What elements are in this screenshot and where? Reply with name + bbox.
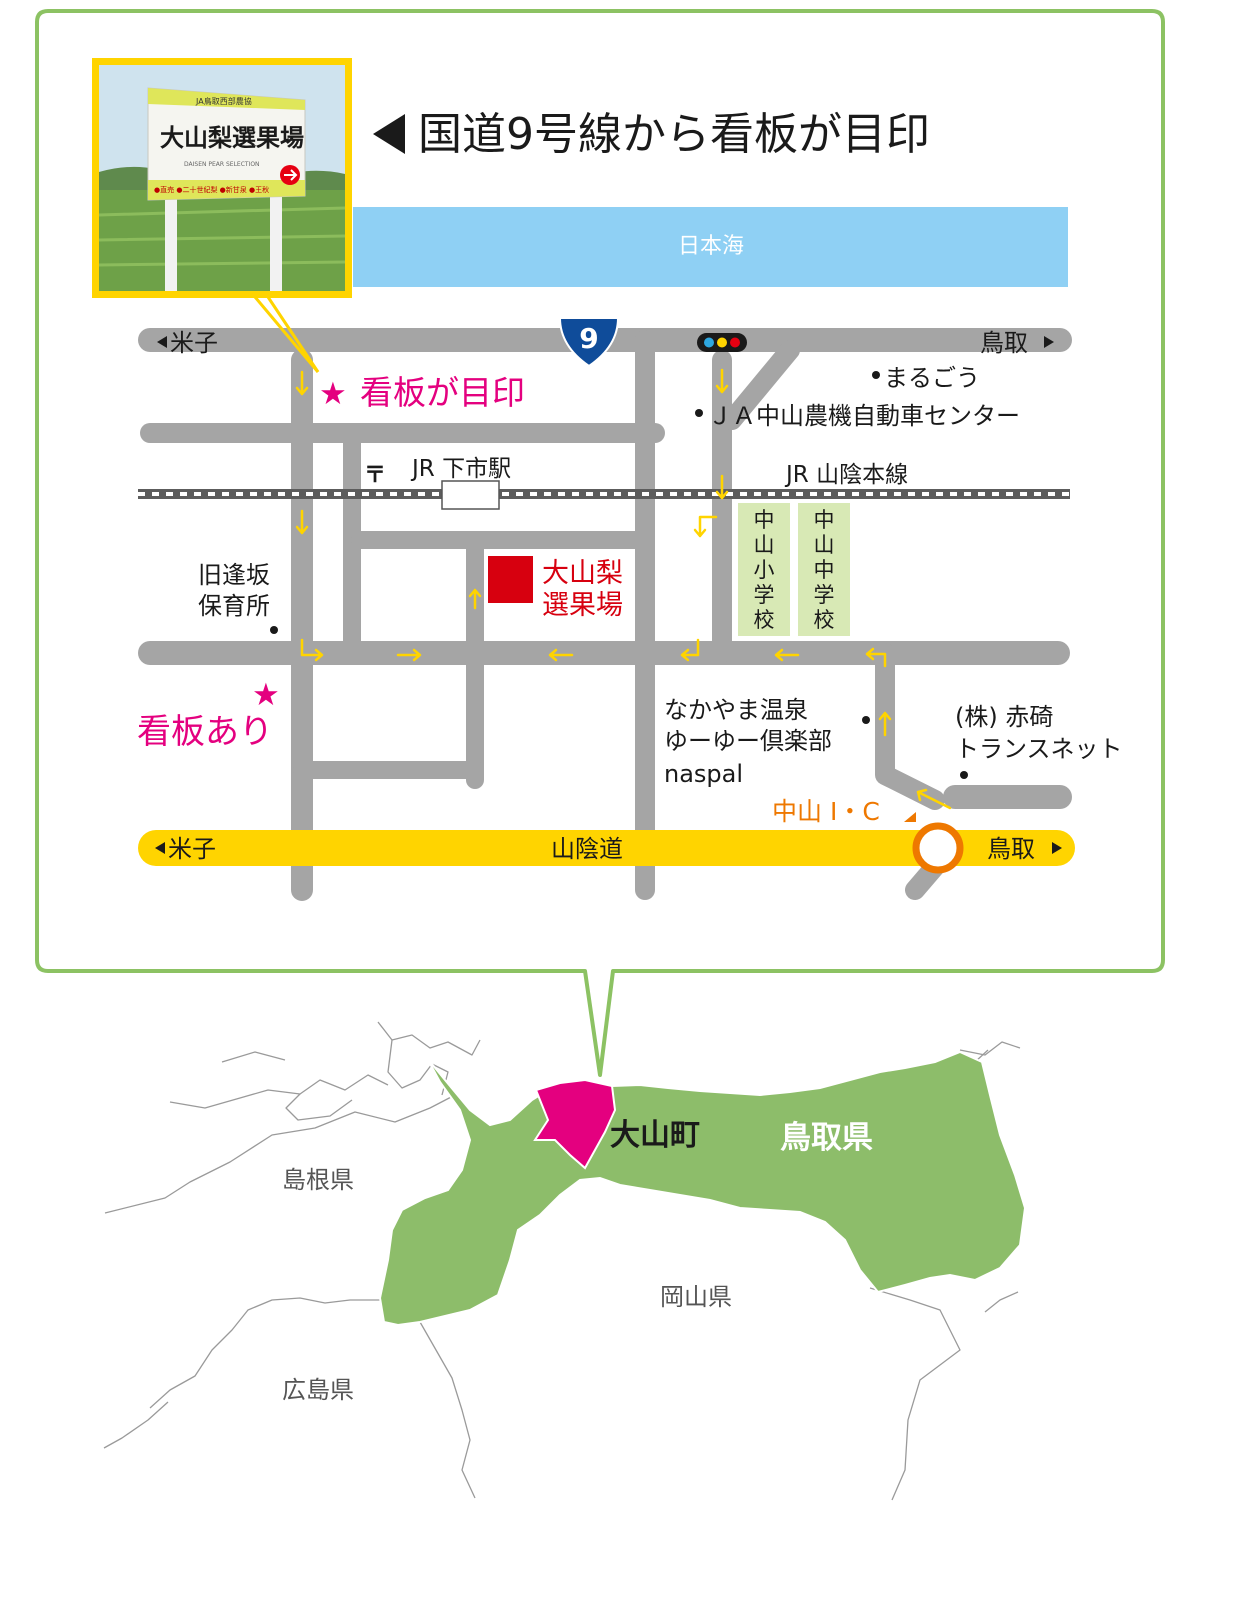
road-west-direction: 米子 (157, 329, 218, 357)
signboard-top-line: JA鳥取西部農協 (195, 96, 252, 106)
station-label: JR 下市駅 (410, 456, 511, 482)
interchange-arrow-icon (904, 812, 916, 822)
route-arrows (295, 368, 952, 810)
signboard-photo: JA鳥取西部農協 大山梨選果場 DAISEN PEAR SELECTION ●直… (92, 58, 352, 373)
town-label: 大山町 (610, 1118, 700, 1153)
post-office-icon: 〒 (364, 463, 386, 488)
svg-text:山: 山 (814, 533, 835, 557)
railway-label: JR 山陰本線 (784, 462, 908, 488)
sea-label: 日本海 (678, 234, 744, 259)
signboard-sub-text: DAISEN PEAR SELECTION (184, 161, 260, 168)
daisen-town-shape (533, 1078, 617, 1170)
traffic-light-icon (697, 333, 747, 352)
expressway-name: 山陰道 (551, 835, 623, 863)
junior-high-school-label: 中 山 中 学 校 (814, 508, 835, 632)
svg-text:学: 学 (814, 583, 835, 607)
signboard-here-label: 看板あり (137, 712, 273, 752)
interchange-label: 中山 I・C (772, 797, 880, 826)
road-east-direction: 鳥取 (980, 329, 1054, 357)
marugou-label: まるごう (884, 364, 980, 392)
signboard-landmark-label: 看板が目印 (360, 373, 525, 412)
shimane-label: 島根県 (282, 1166, 354, 1194)
akasaki-label-1: (株) 赤碕 (955, 703, 1053, 731)
signboard-main-text: 大山梨選果場 (160, 124, 304, 152)
hiroshima-label: 広島県 (282, 1376, 354, 1404)
headline-text: 国道9号線から看板が目印 (418, 109, 930, 160)
signboard-bottom-line: ●直売 ●二十世紀梨 ●新甘泉 ●王秋 (154, 185, 269, 194)
hoikusho-label-2: 保育所 (198, 592, 270, 620)
expressway-east-direction: 鳥取 (987, 835, 1062, 863)
railway-line (138, 489, 1070, 499)
okayama-label: 岡山県 (660, 1283, 732, 1311)
svg-text:鳥取: 鳥取 (980, 329, 1028, 357)
hoikusho-label-1: 旧逢坂 (198, 561, 270, 589)
svg-text:山: 山 (754, 533, 775, 557)
regional-map: 大山町 鳥取県 島根県 岡山県 広島県 (103, 1021, 1027, 1501)
expressway-west-direction: 米子 (155, 835, 216, 863)
interchange-marker (912, 822, 964, 874)
signboard-here-star: ★ (252, 677, 280, 713)
ja-center-label: ＪＡ中山農機自動車センター (708, 402, 1020, 430)
hoikusho-dot (270, 626, 278, 634)
svg-text:小: 小 (754, 558, 775, 582)
elementary-school-label: 中 山 小 学 校 (754, 508, 775, 632)
svg-text:中: 中 (814, 558, 835, 582)
marugou-dot (872, 371, 880, 379)
local-roads (138, 328, 1072, 901)
onsen-label-3: naspal (664, 760, 743, 788)
akasaki-label-2: トランスネット (955, 735, 1123, 763)
svg-text:米子: 米子 (168, 835, 216, 863)
onsen-label-1: なかやま温泉 (664, 696, 808, 724)
akasaki-dot (960, 771, 968, 779)
onsen-dot (862, 716, 870, 724)
headline-arrow-icon (373, 114, 405, 154)
signboard-star-icon: ★ (319, 376, 347, 412)
svg-text:中: 中 (754, 508, 775, 532)
svg-text:校: 校 (754, 608, 775, 632)
ja-center-dot (695, 409, 703, 417)
destination-label-1: 大山梨 (542, 558, 623, 589)
elementary-school-area (738, 503, 790, 636)
onsen-label-2: ゆーゆー倶楽部 (664, 727, 832, 755)
tottori-prefecture-shape (378, 1050, 1027, 1327)
svg-text:鳥取: 鳥取 (987, 835, 1035, 863)
destination-label-2: 選果場 (542, 590, 623, 621)
svg-text:9: 9 (579, 322, 598, 355)
sea-area (353, 207, 1068, 287)
route-9-shield-icon: 9 (558, 317, 620, 368)
svg-text:学: 学 (754, 583, 775, 607)
expressway-sanindo (138, 830, 1075, 866)
junior-high-school-area (798, 503, 850, 636)
destination-marker (488, 556, 533, 603)
station-building (441, 480, 500, 510)
neighbor-borders (103, 1021, 1021, 1501)
local-map: 国道9号線から看板が目印 日本海 JR 下市駅 〒 (137, 109, 1123, 901)
prefecture-label: 鳥取県 (780, 1120, 873, 1156)
svg-text:米子: 米子 (170, 329, 218, 357)
svg-text:中: 中 (814, 508, 835, 532)
svg-text:校: 校 (814, 608, 835, 632)
